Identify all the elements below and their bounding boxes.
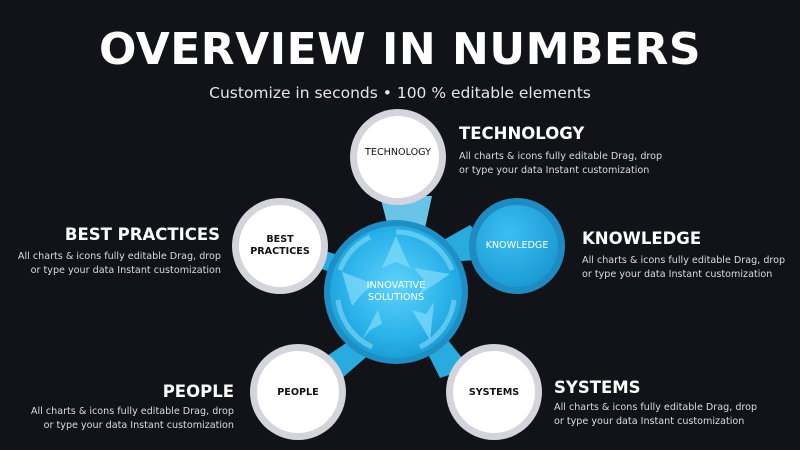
center-label: INNOVATIVE SOLUTIONS: [346, 280, 446, 304]
technology-node-label: TECHNOLOGY: [365, 147, 431, 158]
knowledge-node: [476, 205, 558, 287]
knowledge-heading: KNOWLEDGE: [582, 229, 702, 248]
people-desc-line2: or type your data Instant customization: [43, 419, 234, 431]
technology-node: [357, 116, 439, 198]
people-desc-line1: All charts & icons fully editable Drag, …: [30, 406, 234, 417]
swirl-arrows-icon: [342, 236, 450, 340]
best-practices-node: [239, 205, 321, 287]
technology-desc-line2: or type your data Instant customization: [459, 164, 650, 176]
systems-heading: SYSTEMS: [554, 378, 641, 397]
knowledge-node-label: KNOWLEDGE: [485, 240, 549, 251]
best-practices-desc-line2: or type your data Instant customization: [30, 264, 221, 276]
people-desc: All charts & icons fully editable Drag, …: [4, 405, 234, 432]
best-practices-heading: BEST PRACTICES: [64, 225, 220, 244]
best-practices-desc: All charts & icons fully editable Drag, …: [0, 250, 221, 277]
best-practices-desc-line1: All charts & icons fully editable Drag, …: [17, 251, 221, 262]
best-practices-node-label: BEST PRACTICES: [230, 234, 330, 258]
people-heading: PEOPLE: [162, 382, 234, 401]
page-subtitle: Customize in seconds • 100 % editable el…: [209, 84, 591, 102]
best-practices-label-line2: PRACTICES: [250, 246, 310, 257]
people-node: [257, 351, 339, 433]
knowledge-desc-line1: All charts & icons fully editable Drag, …: [582, 255, 786, 266]
systems-desc-line2: or type your data Instant customization: [554, 415, 745, 427]
knowledge-desc-line2: or type your data Instant customization: [582, 268, 773, 280]
systems-desc: All charts & icons fully editable Drag, …: [554, 401, 800, 428]
center-label-line2: SOLUTIONS: [367, 292, 425, 303]
people-node-label: PEOPLE: [277, 387, 319, 398]
page-title: OVERVIEW IN NUMBERS: [98, 24, 702, 75]
systems-desc-line1: All charts & icons fully editable Drag, …: [554, 402, 758, 413]
best-practices-label-line1: BEST: [266, 234, 294, 245]
technology-heading: TECHNOLOGY: [459, 124, 585, 143]
center-label-line1: INNOVATIVE: [366, 280, 426, 291]
technology-desc: All charts & icons fully editable Drag, …: [459, 150, 709, 177]
systems-node-label: SYSTEMS: [468, 387, 520, 398]
knowledge-desc: All charts & icons fully editable Drag, …: [582, 254, 800, 281]
swirl-ring: [335, 229, 457, 350]
systems-node: [453, 351, 535, 433]
technology-desc-line1: All charts & icons fully editable Drag, …: [459, 151, 663, 162]
